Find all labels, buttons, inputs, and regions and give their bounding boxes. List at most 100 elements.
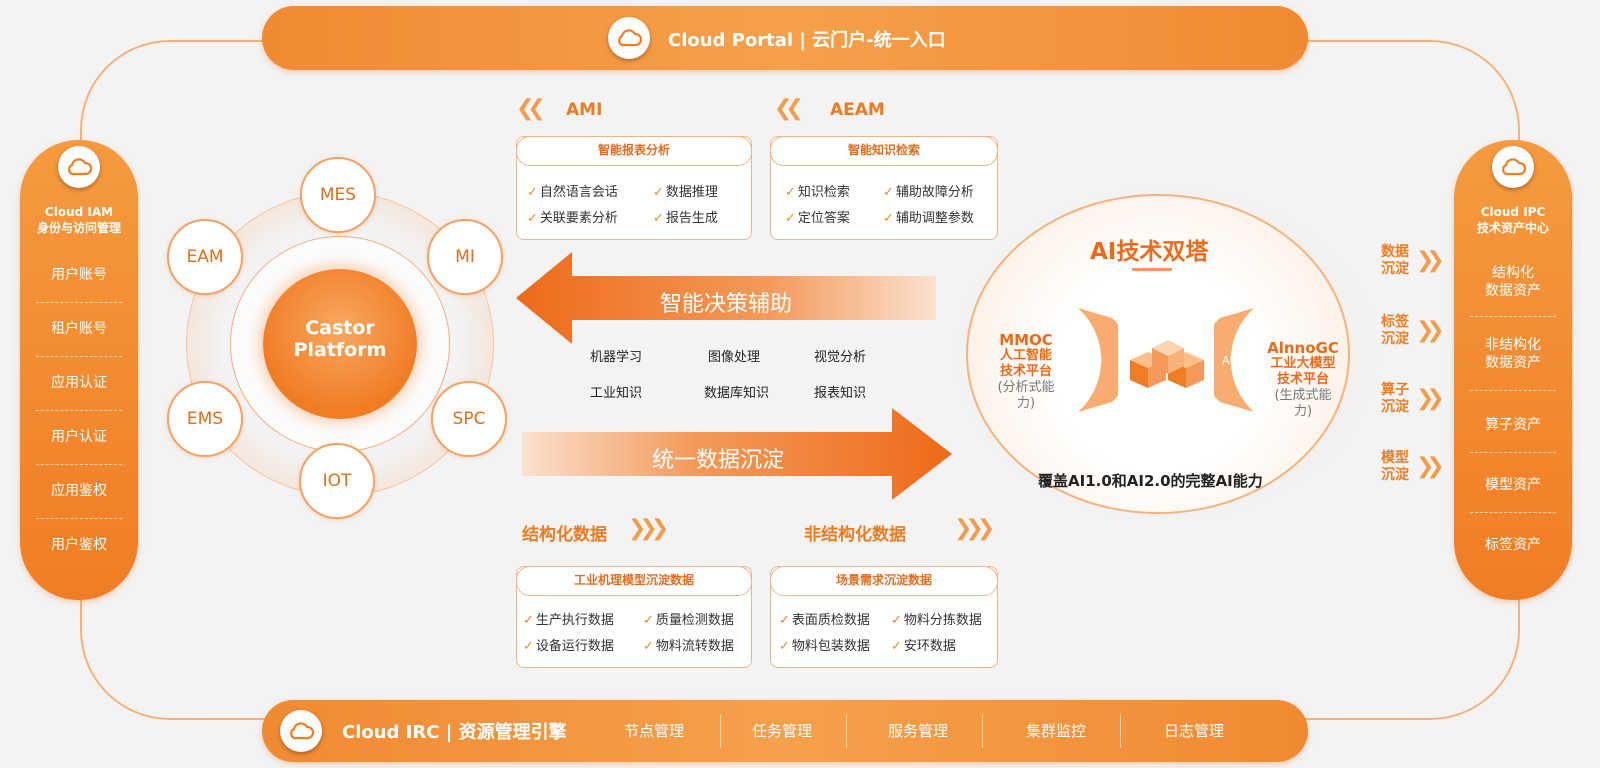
feature-item: ✓定位答案 <box>785 211 850 226</box>
cloud-irc-bar: Cloud IRC | 资源管理引擎 节点管理 任务管理 服务管理 集群监控 日… <box>262 700 1308 762</box>
divider <box>1470 390 1556 391</box>
cloud-icon <box>58 146 100 188</box>
structured-box-title: 工业机理模型沉淀数据 <box>516 566 752 596</box>
ipc-item-unstructured-assets[interactable]: 非结构化 数据资产 <box>1485 337 1541 371</box>
node-eam[interactable]: EAM <box>167 219 243 295</box>
data-arrow <box>522 408 952 500</box>
check-icon: ✓ <box>883 185 894 200</box>
ai-caption: 覆盖AI1.0和AI2.0的完整AI能力 <box>1038 472 1263 490</box>
divider <box>982 714 983 748</box>
check-icon: ✓ <box>643 613 654 628</box>
feature-item: ✓关联要素分析 <box>527 211 618 226</box>
double-chevron-left-icon: ❮❮ <box>516 96 546 121</box>
structured-data-box: 工业机理模型沉淀数据 ✓生产执行数据 ✓质量检测数据 ✓设备运行数据 ✓物料流转… <box>516 566 752 668</box>
flow-label-model: 模型沉淀 <box>1381 450 1409 483</box>
irc-item-log[interactable]: 日志管理 <box>1164 722 1225 740</box>
cube-icon <box>1130 340 1204 388</box>
check-icon: ✓ <box>785 211 796 226</box>
irc-item-task[interactable]: 任务管理 <box>752 722 813 740</box>
divider <box>1470 452 1556 453</box>
aeam-box-title: 智能知识检索 <box>770 136 998 166</box>
iam-item-app-auth[interactable]: 应用认证 <box>51 375 107 391</box>
unstructured-data-box: 场景需求沉淀数据 ✓表面质检数据 ✓物料分拣数据 ✓物料包装数据 ✓安环数据 <box>770 566 998 668</box>
ai-left-tag: AI1.0 <box>1074 354 1103 367</box>
check-icon: ✓ <box>653 211 664 226</box>
node-mi[interactable]: MI <box>427 219 503 295</box>
double-chevron-right-icon: ❯❯❯ <box>954 516 995 541</box>
divider <box>36 464 122 465</box>
iam-item-user-auth[interactable]: 用户认证 <box>51 429 107 445</box>
divider <box>846 714 847 748</box>
ipc-item-structured-assets[interactable]: 结构化 数据资产 <box>1485 265 1541 299</box>
divider <box>36 410 122 411</box>
ipc-item-tag-assets[interactable]: 标签资产 <box>1485 537 1541 553</box>
tag-database-knowledge: 数据库知识 <box>704 386 770 401</box>
unstructured-data-label: 非结构化数据 <box>804 525 906 545</box>
cloud-portal-bar[interactable]: Cloud Portal | 云门户-统一入口 <box>262 6 1308 70</box>
check-icon: ✓ <box>891 613 902 628</box>
iam-item-user-authz[interactable]: 用户鉴权 <box>51 537 107 553</box>
feature-item: ✓表面质检数据 <box>779 613 870 628</box>
check-icon: ✓ <box>643 639 654 654</box>
check-icon: ✓ <box>779 613 790 628</box>
node-mes[interactable]: MES <box>300 157 376 233</box>
feature-item: ✓物料流转数据 <box>643 639 734 654</box>
divider <box>720 714 721 748</box>
feature-item: ✓知识检索 <box>785 185 850 200</box>
node-spc[interactable]: SPC <box>431 381 507 457</box>
cloud-icon <box>608 17 650 59</box>
tag-industrial-knowledge: 工业知识 <box>590 386 643 401</box>
data-arrow-label: 统一数据沉淀 <box>652 448 785 473</box>
irc-item-cluster[interactable]: 集群监控 <box>1026 722 1087 740</box>
feature-item: ✓安环数据 <box>891 639 956 654</box>
double-chevron-right-icon: ❯❯❯ <box>628 516 669 541</box>
divider <box>36 518 122 519</box>
ai-left-arc <box>1078 308 1118 412</box>
cloud-ipc-title: Cloud IPC 技术资产中心 <box>1476 205 1549 235</box>
double-chevron-left-icon: ❮❮ <box>774 96 804 121</box>
divider <box>1120 714 1121 748</box>
feature-item: ✓物料包装数据 <box>779 639 870 654</box>
cloud-iam-title: Cloud IAM 身份与访问管理 <box>36 205 121 235</box>
node-ems[interactable]: EMS <box>167 381 243 457</box>
castor-center[interactable]: Castor Platform <box>263 269 417 419</box>
cloud-irc-title: Cloud IRC | 资源管理引擎 <box>342 722 567 743</box>
aeam-box: 智能知识检索 ✓知识检索 ✓辅助故障分析 ✓定位答案 ✓辅助调整参数 <box>770 136 998 240</box>
ami-box: 智能报表分析 ✓自然语言会话 ✓数据推理 ✓关联要素分析 ✓报告生成 <box>516 136 752 240</box>
cloud-portal-title: Cloud Portal | 云门户-统一入口 <box>668 30 946 51</box>
check-icon: ✓ <box>883 211 894 226</box>
decision-arrow-label: 智能决策辅助 <box>660 292 793 317</box>
check-icon: ✓ <box>891 639 902 654</box>
irc-item-node[interactable]: 节点管理 <box>624 722 685 740</box>
check-icon: ✓ <box>779 639 790 654</box>
cloud-icon <box>280 710 322 752</box>
ai-right-tag: AI2.0 <box>1222 354 1251 367</box>
iam-item-app-authz[interactable]: 应用鉴权 <box>51 483 107 499</box>
node-iot[interactable]: IOT <box>299 443 375 519</box>
flow-label-operator: 算子沉淀 <box>1381 382 1409 415</box>
feature-item: ✓生产执行数据 <box>523 613 614 628</box>
structured-data-label: 结构化数据 <box>522 525 607 545</box>
iam-item-tenant-account[interactable]: 租户账号 <box>51 321 107 337</box>
ipc-item-model-assets[interactable]: 模型资产 <box>1485 477 1541 493</box>
check-icon: ✓ <box>785 185 796 200</box>
ai-title-underline <box>1132 268 1172 271</box>
flow-label-tag: 标签沉淀 <box>1381 314 1409 347</box>
ipc-item-operator-assets[interactable]: 算子资产 <box>1485 417 1541 433</box>
decision-arrow <box>516 252 936 344</box>
check-icon: ✓ <box>523 639 534 654</box>
unstructured-box-title: 场景需求沉淀数据 <box>770 566 998 596</box>
divider <box>36 302 122 303</box>
cloud-icon <box>1492 146 1534 188</box>
irc-item-service[interactable]: 服务管理 <box>888 722 949 740</box>
check-icon: ✓ <box>653 185 664 200</box>
iam-item-user-account[interactable]: 用户账号 <box>51 267 107 283</box>
double-chevron-right-icon: ❯❯ <box>1416 454 1445 479</box>
feature-item: ✓报告生成 <box>653 211 718 226</box>
double-chevron-right-icon: ❯❯ <box>1416 318 1445 343</box>
feature-item: ✓自然语言会话 <box>527 185 618 200</box>
feature-item: ✓数据推理 <box>653 185 718 200</box>
ai-left-platform: MMOC 人工智能 技术平台 (分析式能 力) <box>997 331 1055 411</box>
ai-right-platform: AlnnoGC 工业大模型 技术平台 (生成式能 力) <box>1267 339 1339 419</box>
check-icon: ✓ <box>527 211 538 226</box>
